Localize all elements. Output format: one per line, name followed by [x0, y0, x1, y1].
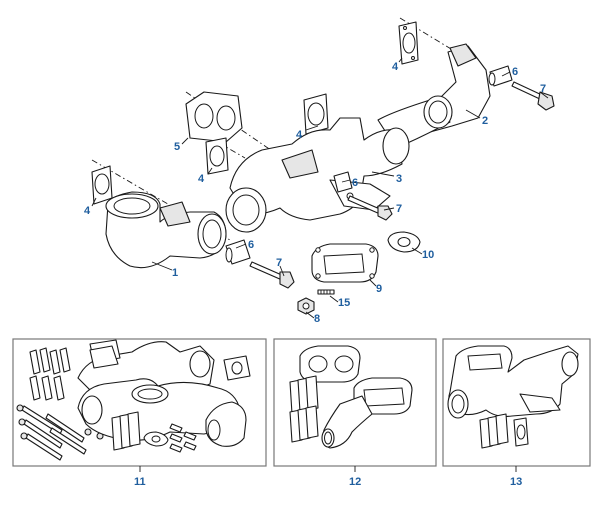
kit-11-gaskets	[89, 345, 251, 453]
kit-box-13[interactable]	[442, 338, 591, 467]
sleeve-part-6-top[interactable]	[488, 65, 513, 87]
kit-callouts: 11 12 13	[134, 466, 522, 488]
gasket-part-4-middle[interactable]	[303, 93, 329, 135]
manifold-rear-section-part-2[interactable]	[377, 43, 491, 149]
stud-part-15[interactable]	[317, 289, 335, 295]
kit-12-elbow	[321, 395, 373, 449]
callout-12: 12	[349, 476, 361, 488]
callout-6-middle: 6	[352, 177, 358, 189]
gasket-part-4-lower-left[interactable]	[205, 137, 229, 175]
callout-leaders	[91, 57, 549, 319]
callout-11: 11	[134, 476, 146, 488]
callout-4-middle: 4	[296, 129, 303, 141]
small-gasket-part-10[interactable]	[387, 231, 421, 253]
callout-4-left: 4	[84, 205, 91, 217]
callout-15: 15	[338, 297, 350, 309]
gasket-part-4-left[interactable]	[91, 165, 113, 205]
kit-box-12[interactable]	[273, 338, 437, 467]
kit-12-gaskets	[289, 345, 413, 443]
turbo-flange-gasket-part-9[interactable]	[311, 243, 379, 283]
callout-9: 9	[376, 283, 382, 295]
callout-8: 8	[314, 313, 320, 325]
callouts: 1 2 3 4 4 4 4 5 6 6 6 7 7 7 8 9 10 15	[84, 61, 546, 325]
bolt-part-7-lower[interactable]	[249, 261, 295, 289]
kit-13-gaskets	[479, 413, 529, 449]
callout-6-lower: 6	[248, 239, 254, 251]
callout-1: 1	[172, 267, 178, 279]
gasket-part-4-top[interactable]	[398, 21, 419, 65]
callout-7-lower: 7	[276, 257, 282, 269]
callout-10: 10	[422, 249, 434, 261]
callout-6-top: 6	[512, 66, 518, 78]
bolt-part-7-top[interactable]	[511, 81, 555, 111]
callout-7-middle: 7	[396, 203, 402, 215]
manifold-front-elbow-part-1[interactable]	[105, 191, 227, 269]
gasket-part-5-double[interactable]	[185, 91, 243, 143]
kit-box-11[interactable]	[12, 338, 267, 467]
callout-3: 3	[396, 173, 402, 185]
callout-4-lower: 4	[198, 173, 205, 185]
callout-13: 13	[510, 476, 522, 488]
kit-13-manifold	[447, 345, 579, 419]
callout-2: 2	[482, 115, 488, 127]
callout-5: 5	[174, 141, 180, 153]
callout-4-top: 4	[392, 61, 399, 73]
nut-part-8[interactable]	[297, 297, 315, 315]
manifold-center-section-part-3[interactable]	[225, 117, 410, 233]
callout-7-top: 7	[540, 83, 546, 95]
sleeve-part-6-lower[interactable]	[225, 239, 251, 265]
